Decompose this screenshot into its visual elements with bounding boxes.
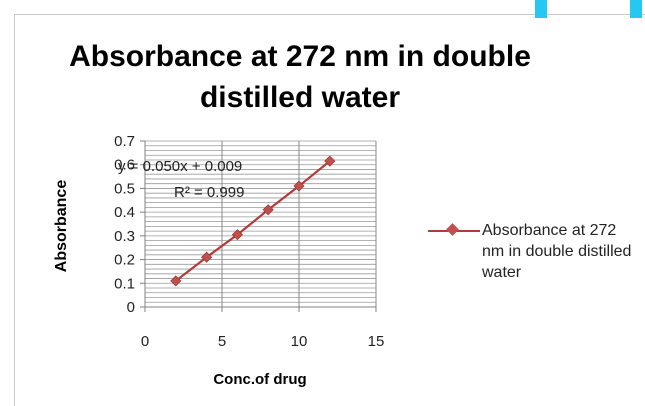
x-tick-label: 15 bbox=[368, 333, 385, 350]
series-layer bbox=[170, 155, 336, 287]
y-tick-label: 0.1 bbox=[114, 275, 135, 292]
data-point-marker bbox=[170, 275, 182, 287]
tick-label-layer: 0 0.1 0.2 0.3 0.4 0.5 0.6 0.7 0 5 10 15 bbox=[114, 133, 384, 350]
x-tick-label: 0 bbox=[141, 333, 149, 350]
decorative-bar-1 bbox=[535, 0, 547, 18]
x-tick-label: 10 bbox=[291, 333, 308, 350]
decorative-bar-2 bbox=[630, 0, 642, 18]
axis-layer bbox=[140, 140, 377, 312]
legend-entry-label: Absorbance at 272 nm in double distilled… bbox=[482, 222, 632, 281]
data-point-marker bbox=[293, 180, 305, 192]
y-tick-label: 0.4 bbox=[114, 204, 135, 221]
chart-frame bbox=[14, 14, 645, 406]
data-point-marker bbox=[201, 251, 213, 263]
y-tick-label: 0 bbox=[127, 299, 135, 316]
data-point-marker bbox=[262, 204, 274, 216]
series-line bbox=[175, 160, 331, 282]
r-squared-label: R² = 0.999 bbox=[174, 184, 244, 201]
y-tick-label: 0.7 bbox=[114, 133, 135, 150]
chart-title: Absorbance at 272 nm in double distilled… bbox=[69, 40, 531, 114]
y-tick-label: 0.5 bbox=[114, 180, 135, 197]
y-tick-label: 0.6 bbox=[114, 157, 135, 174]
trendline-equation: y = 0.050x + 0.009 bbox=[118, 158, 242, 175]
x-tick-label: 5 bbox=[218, 333, 226, 350]
y-tick-label: 0.3 bbox=[114, 228, 135, 245]
data-point-marker bbox=[324, 155, 336, 167]
y-tick-label: 0.2 bbox=[114, 252, 135, 269]
x-axis-label: Conc.of drug bbox=[213, 371, 306, 388]
data-point-marker bbox=[231, 229, 243, 241]
y-axis-label: Absorbance bbox=[53, 180, 70, 273]
